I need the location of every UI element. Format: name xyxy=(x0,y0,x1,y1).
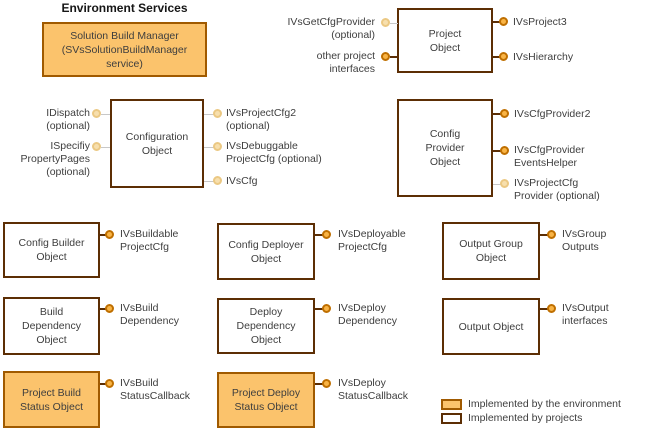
box-solution-build-manager: Solution Build Manager (SVsSolutionBuild… xyxy=(42,22,207,77)
interface-ivs-cfg-provider2: IVsCfgProvider2 xyxy=(514,108,591,120)
box-label: Config Builder Object xyxy=(18,237,85,263)
connector-line xyxy=(493,21,501,23)
interface-ivs-cfg-provider-events-helper: IVsCfgProvider EventsHelper xyxy=(514,144,585,169)
connector-line xyxy=(493,150,501,152)
interface-ivs-cfg: IVsCfg xyxy=(226,175,258,187)
interface-ivs-project3: IVsProject3 xyxy=(513,16,567,28)
connector-line xyxy=(540,234,548,236)
box-build-dependency-object: Build Dependency Object xyxy=(3,297,100,355)
connector-line xyxy=(204,147,214,148)
box-label: Output Group Object xyxy=(459,238,523,264)
connector-line xyxy=(100,234,106,236)
legend-label-environment: Implemented by the environment xyxy=(468,398,621,410)
box-label: Configuration Object xyxy=(125,130,189,157)
legend-swatch-projects xyxy=(441,413,462,424)
box-project-build-status-object: Project Build Status Object xyxy=(3,371,100,428)
connector-line xyxy=(315,234,323,236)
lollipop-dot xyxy=(499,17,508,26)
box-deploy-dependency-object: Deploy Dependency Object xyxy=(217,298,315,354)
interface-idispatch: IDispatch (optional) xyxy=(46,107,90,132)
box-project-deploy-status-object: Project Deploy Status Object xyxy=(217,372,315,428)
connector-line xyxy=(493,184,501,185)
box-output-group-object: Output Group Object xyxy=(442,222,540,280)
box-configuration-object: Configuration Object xyxy=(110,99,204,188)
lollipop-dot xyxy=(547,304,556,313)
interface-ivs-build-dependency: IVsBuild Dependency xyxy=(120,302,179,327)
lollipop-dot xyxy=(322,230,331,239)
interface-ispecifiy-property-pages: ISpecifiy PropertyPages (optional) xyxy=(20,140,90,178)
lollipop-dot xyxy=(322,304,331,313)
lollipop-dot xyxy=(322,379,331,388)
connector-line xyxy=(101,147,110,148)
interface-ivs-deployable-project-cfg: IVsDeployable ProjectCfg xyxy=(338,228,406,253)
box-label: Output Object xyxy=(458,320,524,333)
lollipop-dot xyxy=(92,109,101,118)
connector-line xyxy=(101,114,110,115)
interface-ivs-project-cfg-provider: IVsProjectCfg Provider (optional) xyxy=(514,177,600,202)
connector-line xyxy=(540,308,548,310)
connector-line xyxy=(315,308,323,310)
box-label: Solution Build Manager (SVsSolutionBuild… xyxy=(61,29,188,70)
box-label: Deploy Dependency Object xyxy=(236,306,296,346)
box-label: Project Build Status Object xyxy=(19,386,84,413)
box-label: Config Deployer Object xyxy=(228,238,304,265)
diagram-title: Environment Services xyxy=(61,1,188,15)
lollipop-dot xyxy=(500,179,509,188)
lollipop-dot xyxy=(213,109,222,118)
lollipop-dot xyxy=(547,230,556,239)
box-output-object: Output Object xyxy=(442,298,540,355)
lollipop-dot xyxy=(381,52,390,61)
box-config-deployer-object: Config Deployer Object xyxy=(217,223,315,280)
interface-ivs-debuggable-project-cfg: IVsDebuggable ProjectCfg (optional) xyxy=(226,140,322,165)
box-config-provider-object: Config Provider Object xyxy=(397,99,493,197)
interface-ivs-project-cfg2: IVsProjectCfg2 (optional) xyxy=(226,107,297,132)
box-label: Project Deploy Status Object xyxy=(231,387,301,413)
interface-ivs-deploy-dependency: IVsDeploy Dependency xyxy=(338,302,397,327)
lollipop-dot xyxy=(92,142,101,151)
lollipop-dot xyxy=(213,176,222,185)
box-label: Project Object xyxy=(428,27,462,54)
lollipop-dot xyxy=(500,146,509,155)
connector-line xyxy=(204,114,214,115)
lollipop-dot xyxy=(105,304,114,313)
connector-line xyxy=(100,308,106,310)
interface-ivs-deploy-status-callback: IVsDeploy StatusCallback xyxy=(338,377,409,402)
lollipop-dot xyxy=(105,230,114,239)
lollipop-dot xyxy=(105,379,114,388)
box-config-builder-object: Config Builder Object xyxy=(3,222,100,278)
connector-line xyxy=(493,56,501,58)
box-label: Build Dependency Object xyxy=(22,306,81,346)
lollipop-dot xyxy=(500,109,509,118)
box-label: Config Provider Object xyxy=(425,128,465,168)
connector-line xyxy=(493,113,501,115)
interface-ivs-get-cfg-provider: IVsGetCfgProvider (optional) xyxy=(287,16,375,41)
legend-swatch-environment xyxy=(441,399,462,410)
interface-ivs-buildable-project-cfg: IVsBuildable ProjectCfg xyxy=(120,228,179,253)
interface-other-project-interfaces: other project interfaces xyxy=(316,50,375,75)
interface-ivs-group-outputs: IVsGroup Outputs xyxy=(562,228,607,253)
interface-ivs-hierarchy: IVsHierarchy xyxy=(513,51,574,63)
interface-ivs-build-status-callback: IVsBuild StatusCallback xyxy=(120,377,191,402)
interface-ivs-output-interfaces: IVsOutput interfaces xyxy=(562,302,609,327)
lollipop-dot xyxy=(499,52,508,61)
lollipop-dot xyxy=(213,142,222,151)
connector-line xyxy=(315,383,323,385)
connector-line xyxy=(204,181,214,182)
box-project-object: Project Object xyxy=(397,8,493,73)
legend-label-projects: Implemented by projects xyxy=(468,412,583,424)
connector-line xyxy=(390,23,398,24)
lollipop-dot xyxy=(381,18,390,27)
connector-line xyxy=(390,56,398,58)
connector-line xyxy=(100,383,106,385)
